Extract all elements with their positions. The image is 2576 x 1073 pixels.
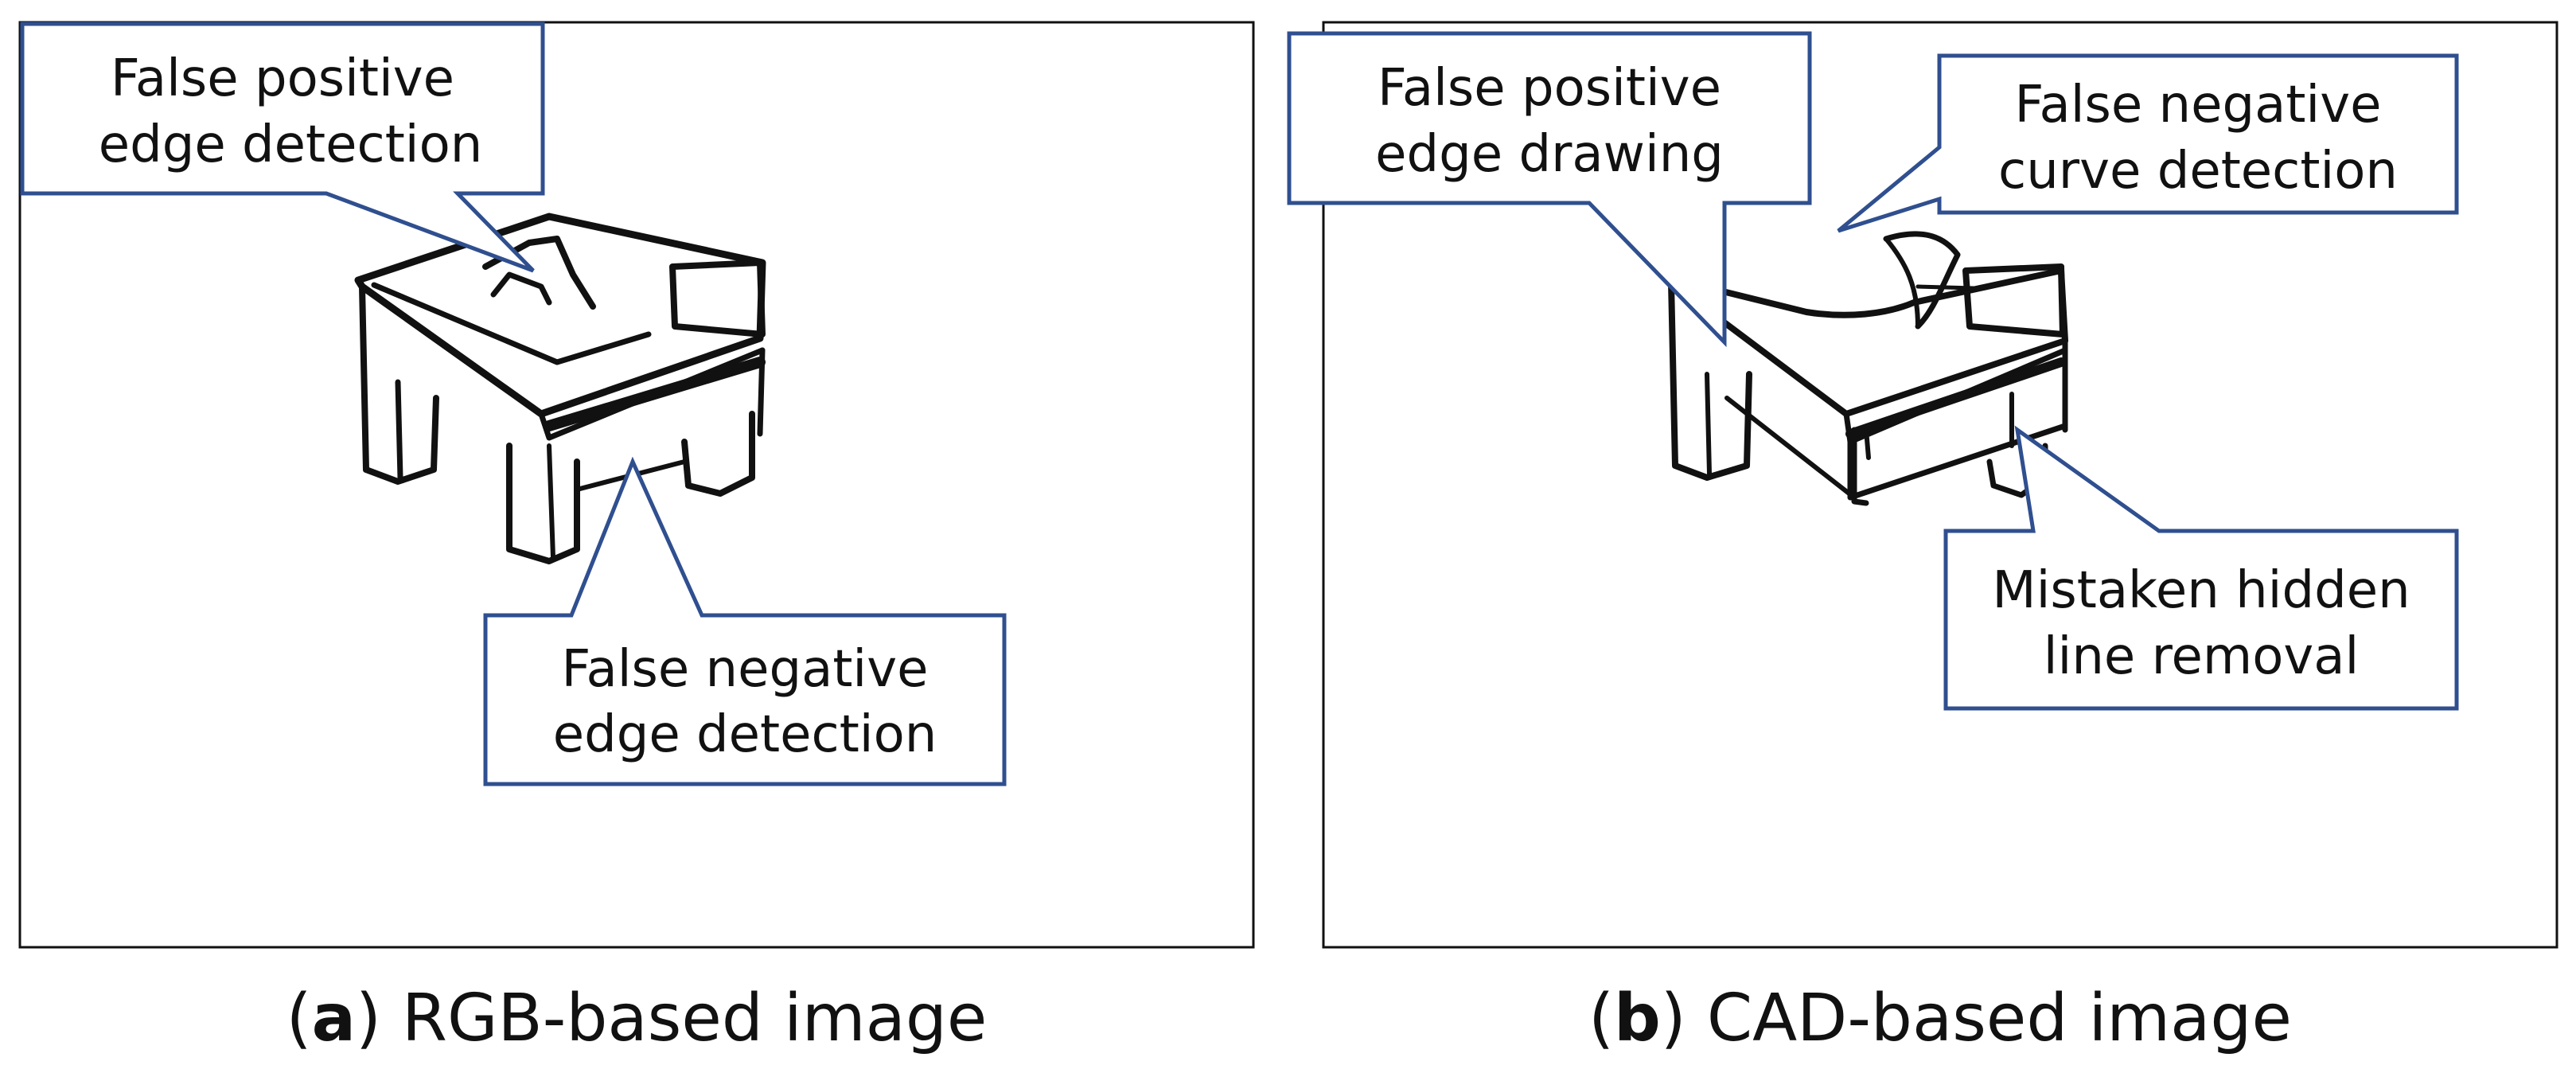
- callout-box-outline: [1943, 425, 2459, 711]
- caption-text: RGB-based image: [380, 981, 988, 1056]
- callout-line-1: Mistaken hidden: [1992, 561, 2410, 620]
- caption-letter: a: [311, 981, 356, 1056]
- caption-open-paren: (: [286, 981, 312, 1056]
- callout-line-2: line removal: [2044, 627, 2360, 686]
- caption-panel-b: (b) CAD-based image: [1323, 975, 2557, 1063]
- caption-close-paren: ): [355, 981, 381, 1056]
- caption-close-paren: ): [1660, 981, 1686, 1056]
- panel-b-sketch: [1668, 231, 2068, 506]
- callout-line-1: False positive: [1378, 59, 1721, 118]
- callout-line-1: False negative: [562, 640, 929, 699]
- callout-box-outline: [1837, 53, 2459, 233]
- callout-box-outline: [20, 21, 545, 273]
- caption-text: CAD-based image: [1686, 981, 2292, 1056]
- callout-line-2: edge detection: [553, 705, 937, 764]
- caption-panel-a: (a) RGB-based image: [20, 975, 1253, 1063]
- callout-false-positive-edge-detection: False positive edge detection: [20, 21, 545, 273]
- callout-box-outline: [483, 456, 1007, 786]
- panel-b-frame: [1322, 21, 2558, 949]
- callout-line-1: False positive: [111, 49, 454, 108]
- caption-open-paren: (: [1588, 981, 1615, 1056]
- callout-line-2: edge drawing: [1375, 125, 1724, 184]
- callout-line-2: edge detection: [99, 115, 483, 174]
- callout-false-negative-edge-detection: False negative edge detection: [483, 456, 1007, 786]
- callout-box-outline: [1287, 31, 1812, 348]
- panel-a-sketch: [354, 213, 766, 564]
- callout-line-1: False negative: [2015, 76, 2382, 135]
- callout-false-negative-curve-detection: False negative curve detection: [1837, 53, 2459, 233]
- panel-a-frame: [18, 21, 1255, 949]
- callout-line-2: curve detection: [1998, 142, 2398, 201]
- caption-letter: b: [1614, 981, 1661, 1056]
- callout-false-positive-edge-drawing: False positive edge drawing: [1287, 31, 1812, 348]
- callout-mistaken-hidden-line-removal: Mistaken hidden line removal: [1943, 425, 2459, 711]
